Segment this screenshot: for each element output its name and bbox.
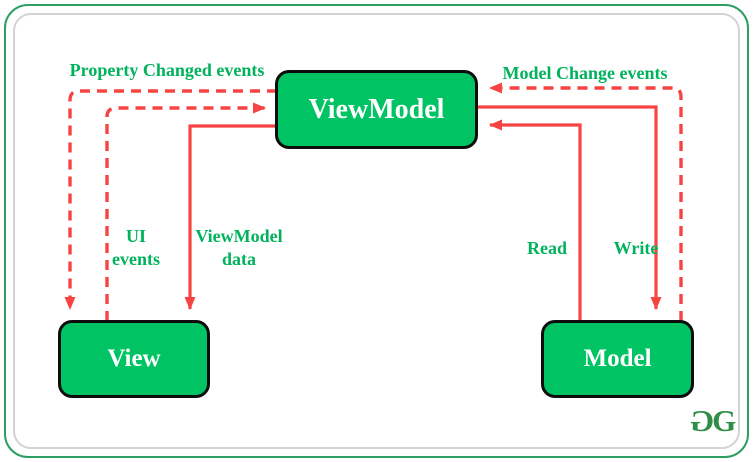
logo-flipped-g-glyph: G [691,403,715,438]
node-viewmodel-label: ViewModel [308,93,445,125]
node-viewmodel: ViewModel [275,70,478,149]
node-model: Model [541,320,694,398]
label-viewmodel-data: ViewModel data [195,226,283,269]
label-property-changed-events: Property Changed events [69,60,265,80]
node-model-label: Model [583,345,652,372]
node-view-label: View [107,345,161,372]
node-view: View [58,320,210,398]
logo-g-glyph: G [712,403,736,438]
label-write: Write [613,238,659,258]
label-model-change-events: Model Change events [502,63,668,83]
geeksforgeeks-logo: GG [691,403,736,438]
label-read: Read [527,238,567,258]
label-ui-events: UI events [112,226,160,269]
